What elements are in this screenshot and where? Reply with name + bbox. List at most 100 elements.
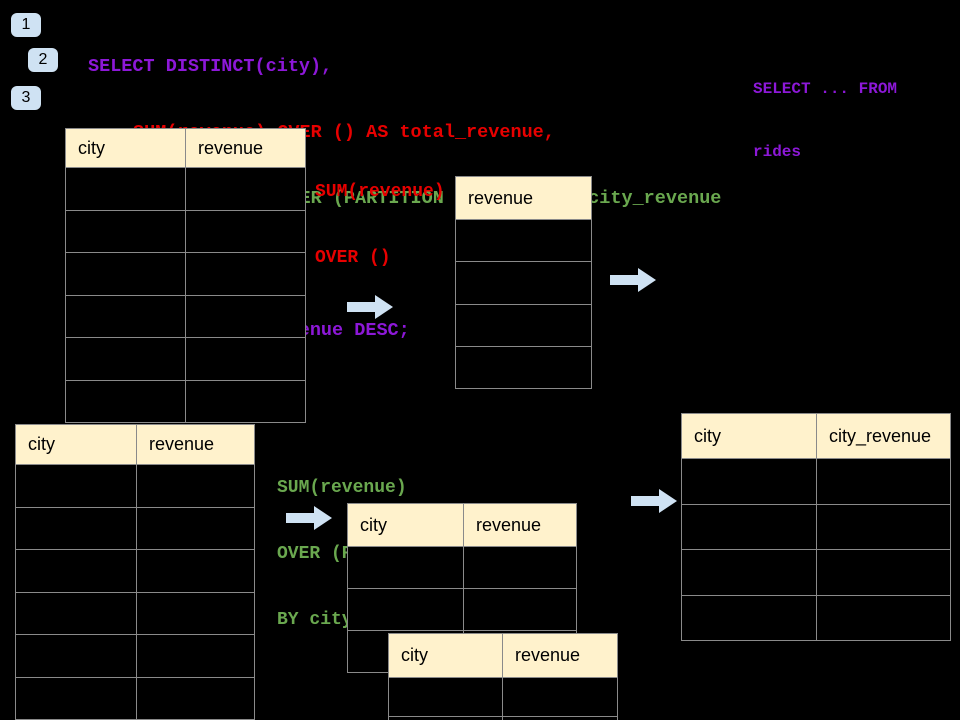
table-cell [463,588,577,631]
table-cell [15,464,137,508]
table-row [681,549,951,596]
table-cell [185,252,306,296]
table-row [388,677,618,717]
table-cell [681,503,817,550]
table-row [681,594,951,641]
table-row [15,549,255,593]
table-row [15,464,255,508]
table-cell [185,337,306,381]
table-cell [463,546,577,589]
table-cell [502,677,618,717]
table-city-revenue-result: city city_revenue [681,413,951,641]
flow-arrow-to-result-table [631,489,677,513]
table-rides-source-top: city revenue [65,128,306,423]
table-cell [65,167,186,211]
sql-line-select: SELECT DISTINCT(city), [88,56,333,77]
table-cell [388,716,503,720]
column-header-city: city [388,633,503,678]
flow-arrow-to-partition-tables [286,506,332,530]
table-cell [65,252,186,296]
table-cell [185,379,306,423]
table-header-row: revenue [455,176,592,220]
table-row [347,588,577,631]
table-partition-back: city revenue [388,633,618,720]
select-from-note: SELECT ... FROM rides [753,37,897,205]
table-row [65,337,306,381]
table-row [681,503,951,550]
table-row [15,506,255,550]
column-header-city: city [681,413,817,459]
table-cell [681,458,817,505]
table-row [455,345,592,390]
table-row [388,716,618,720]
table-cell [502,716,618,720]
table-cell [136,549,255,593]
table-row [65,167,306,211]
step-badge-2: 2 [28,48,58,72]
table-cell [15,591,137,635]
table-cell [347,546,464,589]
table-cell [455,261,592,305]
table-header-row: city revenue [65,128,306,168]
table-header-row: city revenue [15,424,255,465]
table-row [65,379,306,423]
table-cell [455,218,592,263]
select-from-note-line2: rides [753,143,802,161]
table-cell [185,167,306,211]
table-row [15,676,255,720]
column-header-revenue: revenue [502,633,618,678]
table-row [347,546,577,589]
table-cell [136,506,255,550]
table-cell [816,549,951,596]
table-cell [136,464,255,508]
table-row [681,458,951,505]
table-row [65,294,306,338]
table-cell [185,209,306,253]
flow-arrow-to-revenue-table [347,295,393,319]
table-cell [65,294,186,338]
annotation-sum-partition-line1: SUM(revenue) [277,478,407,498]
table-cell [15,676,137,720]
column-header-city: city [65,128,186,168]
table-row [15,634,255,678]
table-cell [455,303,592,347]
table-cell [455,345,592,390]
table-cell [388,677,503,717]
table-revenue-only: revenue [455,176,592,390]
table-header-row: city revenue [347,503,577,547]
table-cell [681,594,817,641]
table-rides-source-bottom: city revenue [15,424,255,720]
table-header-row: city revenue [388,633,618,678]
annotation-sum-over-all-line1: SUM(revenue) [315,182,445,202]
table-cell [816,458,951,505]
table-cell [816,503,951,550]
table-row [15,591,255,635]
table-cell [15,506,137,550]
flow-arrow-from-revenue-table [610,268,656,292]
table-row [455,218,592,263]
table-cell [816,594,951,641]
table-cell [15,634,137,678]
table-cell [136,591,255,635]
table-cell [347,588,464,631]
table-cell [65,209,186,253]
table-cell [681,549,817,596]
table-header-row: city city_revenue [681,413,951,459]
table-row [65,252,306,296]
column-header-city-revenue: city_revenue [816,413,951,459]
column-header-revenue: revenue [463,503,577,547]
annotation-sum-over-all: SUM(revenue) OVER () [315,137,445,313]
table-row [455,261,592,305]
column-header-city: city [347,503,464,547]
column-header-revenue: revenue [455,176,592,220]
table-cell [65,337,186,381]
column-header-revenue: revenue [136,424,255,465]
table-row [65,209,306,253]
table-cell [65,379,186,423]
table-cell [185,294,306,338]
step-badge-1: 1 [11,13,41,37]
step-badge-3: 3 [11,86,41,110]
table-row [455,303,592,347]
table-cell [15,549,137,593]
